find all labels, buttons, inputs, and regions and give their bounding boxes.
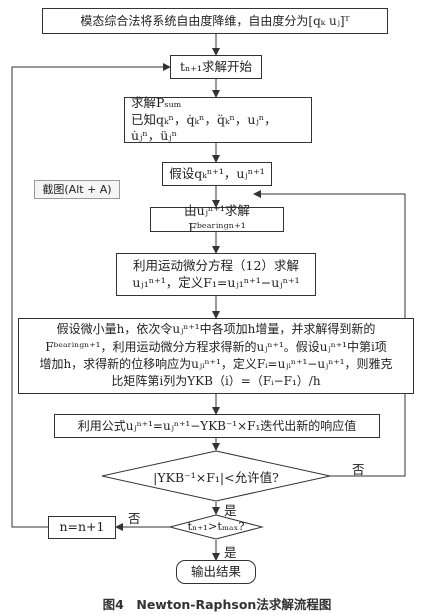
step-sum-line-2: 已知qₖⁿ，q̇ₖⁿ，q̈ₖⁿ，uⱼⁿ，u̇ⱼⁿ，üⱼⁿ xyxy=(131,111,277,144)
step-sum-line-1: 求解Pₛᵤₘ xyxy=(131,94,182,110)
step-jacobian-line-3: 增加h，求得新的位移响应为uⱼᵢⁿ⁺¹，定义Fᵢ=uⱼᵢⁿ⁺¹−uⱼⁿ⁺¹，则雅… xyxy=(39,357,393,371)
step-jacobian-line-2: Fᵇᵉᵃʳⁱⁿᵍⁿ⁺¹，利用运动微分方程求得新的uⱼⁿ⁺¹。假设uⱼⁿ⁺¹中第i… xyxy=(45,339,387,354)
decision-time-shape xyxy=(168,514,264,540)
decision-tolerance-text: |YKB⁻¹×F₁|<允许值? xyxy=(153,470,279,485)
step-reduce-dof: 模态综合法将系统自由度降维，自由度分为[qₖ uⱼ]ᵀ xyxy=(42,8,388,34)
label-yes-tolerance: 是 xyxy=(224,503,237,518)
step-reduce-text: 模态综合法将系统自由度降维，自由度分为[qₖ uⱼ]ᵀ xyxy=(80,13,350,28)
step-bearing-force: 由uⱼⁿ⁺¹求解Fᵇᵉᵃʳⁱⁿᵍⁿ⁺¹ xyxy=(150,203,284,235)
label-yes-time: 是 xyxy=(224,545,237,560)
step-solve-start: tₙ₊₁求解开始 xyxy=(170,55,262,79)
step-output: 输出结果 xyxy=(176,560,256,584)
step-start-text: tₙ₊₁求解开始 xyxy=(179,58,253,74)
step-bearing-text: 由uⱼⁿ⁺¹求解Fᵇᵉᵃʳⁱⁿᵍⁿ⁺¹ xyxy=(184,202,250,235)
step-jacobian-line-1: 假设微小量h，依次令uⱼⁿ⁺¹中各项加h增量，并求解得到新的 xyxy=(56,322,376,337)
step-equation-line-2: uⱼ₁ⁿ⁺¹，定义F₁=uⱼ₁ⁿ⁺¹−uⱼⁿ⁺¹ xyxy=(132,274,300,290)
figure-caption: 图4 Newton-Raphson法求解流程图 xyxy=(102,597,332,612)
step-iterate: 利用公式uⱼⁿ⁺¹=uⱼⁿ⁺¹−YKB⁻¹×F₁迭代出新的响应值 xyxy=(54,414,380,438)
label-no-tolerance: 否 xyxy=(352,462,365,477)
step-motion-equation: 利用运动微分方程（12）求解 uⱼ₁ⁿ⁺¹，定义F₁=uⱼ₁ⁿ⁺¹−uⱼⁿ⁺¹ xyxy=(116,253,316,296)
step-increment-text: n=n+1 xyxy=(59,519,105,535)
decision-tolerance-shape xyxy=(101,450,331,502)
label-no-time: 否 xyxy=(128,511,141,526)
step-increment: n=n+1 xyxy=(48,516,116,539)
step-iterate-text: 利用公式uⱼⁿ⁺¹=uⱼⁿ⁺¹−YKB⁻¹×F₁迭代出新的响应值 xyxy=(77,418,357,433)
step-equation-line-1: 利用运动微分方程（12）求解 xyxy=(133,257,299,273)
step-assume: 假设qₖⁿ⁺¹，uⱼⁿ⁺¹ xyxy=(162,162,272,186)
step-jacobian: 假设微小量h，依次令uⱼⁿ⁺¹中各项加h增量，并求解得到新的 Fᵇᵉᵃʳⁱⁿᵍⁿ… xyxy=(18,318,414,394)
screenshot-button[interactable]: 截图(Alt + A) xyxy=(34,180,120,199)
step-jacobian-line-4: 比矩阵第i列为YKB（i）=（Fᵢ−F₁）/h xyxy=(111,374,321,389)
step-assume-text: 假设qₖⁿ⁺¹，uⱼⁿ⁺¹ xyxy=(169,165,265,181)
arrow-increment-to-start xyxy=(11,63,171,528)
step-solve-sum: 求解Pₛᵤₘ 已知qₖⁿ，q̇ₖⁿ，q̈ₖⁿ，uⱼⁿ，u̇ⱼⁿ，üⱼⁿ xyxy=(124,94,312,144)
decision-time-text: tₙ₊₁>tₘₐₓ? xyxy=(187,519,245,533)
step-output-text: 输出结果 xyxy=(190,563,241,579)
